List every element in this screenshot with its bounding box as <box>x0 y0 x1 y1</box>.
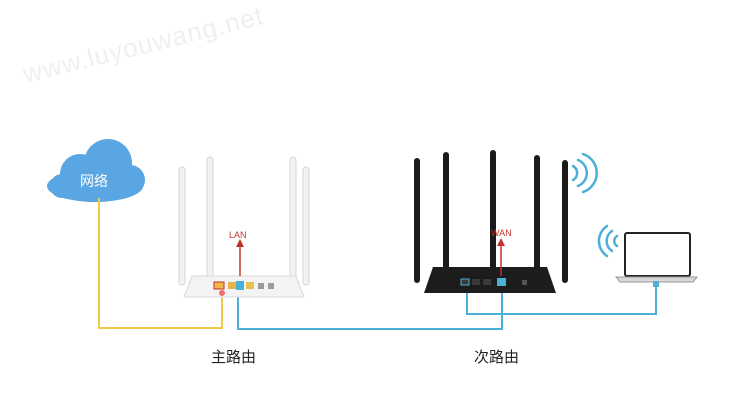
secondary-router-label: 次路由 <box>474 348 520 366</box>
wan-port-label: WAN <box>491 228 512 238</box>
lan-arrow-head <box>236 239 244 247</box>
main-router-label: 主路由 <box>211 348 257 366</box>
lan-cable-to-laptop <box>466 286 657 315</box>
main-router-antennas <box>178 156 310 286</box>
cloud-label: 网络 <box>80 174 108 190</box>
cloud-icon <box>47 139 145 202</box>
internet-cable <box>98 198 223 329</box>
main-router <box>178 156 310 298</box>
wifi-signal-icon <box>571 152 598 194</box>
laptop-icon <box>614 232 699 287</box>
lan-port-label: LAN <box>229 230 247 240</box>
secondary-router <box>414 150 568 293</box>
wan-arrow-head <box>497 238 505 246</box>
laptop-wifi-icon <box>597 224 619 258</box>
lan-cable-to-secondary-router <box>237 290 503 330</box>
